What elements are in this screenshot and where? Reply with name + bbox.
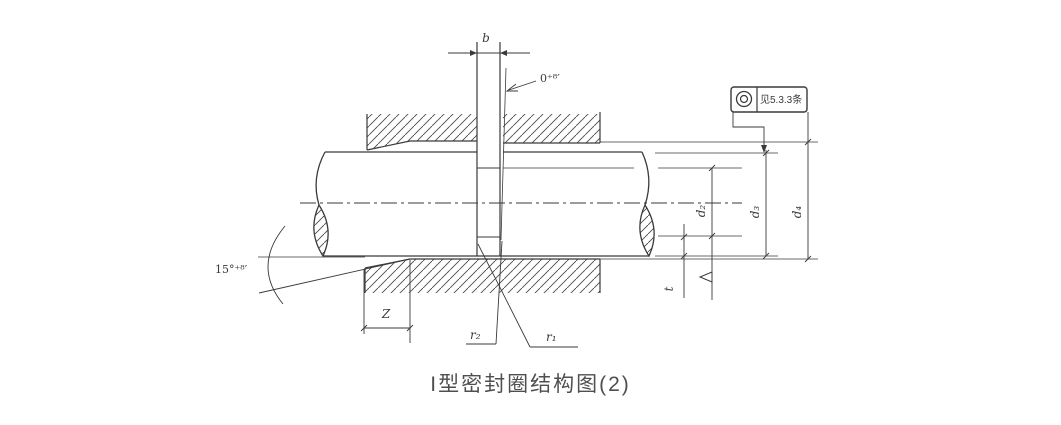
angle-0-label: 0⁺⁸′ bbox=[505, 72, 560, 92]
dia-d2-label: d₂ bbox=[694, 205, 708, 218]
extension-lines bbox=[503, 141, 818, 260]
tolerance-leader-left bbox=[732, 112, 765, 150]
dimension-d4 bbox=[804, 112, 812, 263]
lower-housing-section bbox=[364, 258, 601, 293]
concentricity-icon bbox=[735, 90, 753, 108]
angle-15-dimension bbox=[258, 225, 411, 305]
entry-chamfer-length-label: Z bbox=[381, 307, 391, 321]
groove-width-label: b bbox=[482, 31, 490, 45]
dimension-b bbox=[448, 50, 530, 56]
dia-d3-label: d₃ bbox=[748, 206, 762, 219]
shaft bbox=[313, 151, 655, 258]
right-break-line bbox=[641, 151, 650, 206]
groove-taper-angle-label: 0⁺⁸′ bbox=[540, 72, 560, 85]
angle-arc bbox=[267, 225, 286, 305]
surface-finish-triangle-icon bbox=[698, 271, 713, 283]
dimension-z bbox=[360, 260, 414, 343]
depth-t-label: t bbox=[662, 286, 676, 291]
dimension-d3 bbox=[762, 149, 770, 260]
seal-groove bbox=[476, 42, 507, 256]
dimension-t bbox=[680, 224, 688, 298]
entry-chamfer-angle-label: 15°⁺⁸′ bbox=[215, 263, 248, 276]
left-break-lens bbox=[313, 203, 329, 258]
figure-caption: I型密封圈结构图(2) bbox=[430, 373, 631, 396]
corner-radius-1-label: r₁ bbox=[546, 330, 557, 344]
radius-r1-leader bbox=[477, 243, 578, 348]
radius-r2-leader bbox=[466, 240, 503, 345]
tolerance-frame bbox=[730, 86, 808, 153]
left-break-line bbox=[315, 151, 326, 206]
dia-d4-label: d₄ bbox=[790, 206, 804, 219]
right-break-lens bbox=[639, 203, 655, 258]
groove-taper-line bbox=[500, 67, 507, 241]
corner-radius-2-label: r₂ bbox=[470, 328, 481, 342]
upper-housing-section bbox=[366, 112, 601, 151]
tolerance-note: 见5.3.3条 bbox=[760, 93, 802, 106]
